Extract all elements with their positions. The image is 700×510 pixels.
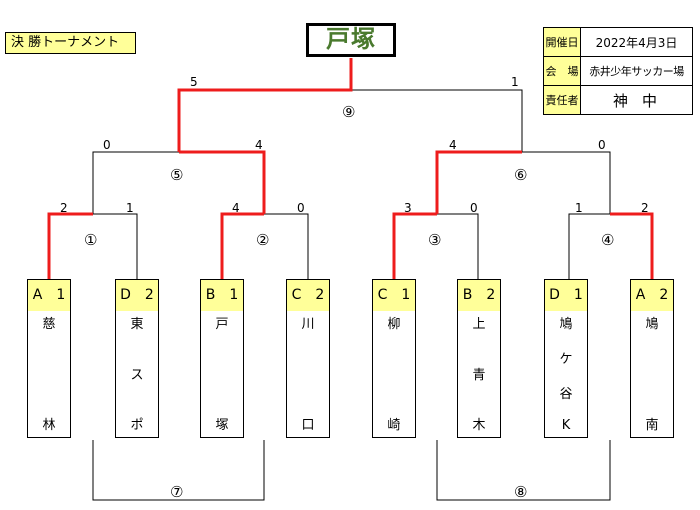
score-m2-right: 0 [297,201,305,215]
match-number-9: ⑨ [342,103,356,121]
team-name: 鳩 ケ 谷 K [545,313,587,433]
third-place-bracket-8 [436,440,611,501]
team-seed: D 1 [545,280,587,311]
team-name-char: 東 [130,317,144,332]
team-seed: D 2 [116,280,158,311]
team-name-char: ス [130,367,144,383]
bracket-line [264,213,309,280]
score-m4-left: 1 [575,201,583,215]
team-name-char: 口 [301,418,315,433]
winner-path-line [220,212,264,280]
winner-path-line [610,212,654,280]
score-m9-right: 1 [511,75,519,89]
score-m6-right: 0 [598,138,606,152]
team-box-c1: C 1 柳 崎 [372,279,416,438]
team-name-char: 南 [645,418,659,433]
champion-name: 戸塚 [306,23,396,57]
team-seed: A 1 [28,280,70,311]
match-number-7: ⑦ [170,483,184,501]
team-box-a2: A 2 鳩 南 [630,279,674,438]
team-box-c2: C 2 川 口 [286,279,330,438]
team-box-d1: D 1 鳩 ケ 谷 K [544,279,588,438]
score-m3-right: 0 [470,201,478,215]
team-name-char: ケ [559,352,573,367]
team-name: 戸 塚 [201,313,243,433]
bracket-line [92,151,179,214]
bracket-line [522,151,611,214]
score-m1-left: 2 [60,201,68,215]
winner-path-line [177,58,353,152]
team-name: 東 ス ポ [116,313,158,433]
score-m3-left: 3 [404,201,412,215]
team-seed: C 2 [287,280,329,311]
team-box-b2: B 2 上 青 木 [457,279,501,438]
team-name-char: 戸 [215,317,229,332]
score-m2-left: 4 [232,201,240,215]
team-name-char: 塚 [215,418,229,433]
team-box-d2: D 2 東 ス ポ [115,279,159,438]
team-box-a1: A 1 慈 林 [27,279,71,438]
team-name-char: K [561,418,571,433]
bracket-line [437,213,479,280]
winner-path-line [47,212,93,280]
score-m6-left: 4 [449,138,457,152]
winner-path-line [435,150,522,214]
info-label: 責任者 [543,85,581,115]
info-value-venue: 赤井少年サッカー場 [580,56,693,86]
match-number-3: ③ [428,231,442,249]
team-name-char: 川 [301,317,315,332]
winner-path-line [392,212,437,280]
match-number-8: ⑧ [514,483,528,501]
team-name: 柳 崎 [373,313,415,433]
bracket-line [351,89,523,152]
team-name-char: 上 [472,317,486,332]
team-box-b1: B 1 戸 塚 [200,279,244,438]
team-seed: A 2 [631,280,673,311]
event-info-table: 開催日 2022年4月3日 会 場 赤井少年サッカー場 責任者 神中 [543,27,693,115]
score-m1-right: 1 [126,201,134,215]
team-seed: C 1 [373,280,415,311]
team-name-char: 林 [42,418,56,433]
tournament-title: 決 勝トーナメント [5,32,136,54]
winner-path-line [179,150,266,214]
team-name-char: 柳 [387,317,401,332]
match-number-4: ④ [601,231,615,249]
team-name-char: 谷 [559,387,573,402]
team-name-char: 木 [472,418,486,433]
team-name: 上 青 木 [458,313,500,433]
team-name-char: 青 [472,367,486,383]
score-m4-right: 2 [641,201,649,215]
info-row-manager: 責任者 神中 [543,85,693,115]
third-place-bracket-7 [92,440,265,501]
match-number-6: ⑥ [514,166,528,184]
team-name-char: 鳩 [645,317,659,332]
team-name-char: 鳩 [559,317,573,332]
info-label: 開催日 [543,27,581,57]
team-name-char: 慈 [42,317,56,332]
score-m9-left: 5 [190,75,198,89]
bracket-line [93,213,138,280]
team-seed: B 1 [201,280,243,311]
info-value-manager: 神中 [580,85,693,115]
team-name-char: ポ [130,418,144,433]
bracket-line [568,213,610,280]
match-number-5: ⑤ [170,166,184,184]
info-row-venue: 会 場 赤井少年サッカー場 [543,56,693,86]
team-name: 川 口 [287,313,329,433]
score-m5-right: 4 [255,138,263,152]
match-number-2: ② [256,231,270,249]
match-number-1: ① [84,231,98,249]
team-name-char: 崎 [387,418,401,433]
team-name: 鳩 南 [631,313,673,433]
team-name: 慈 林 [28,313,70,433]
team-seed: B 2 [458,280,500,311]
score-m5-left: 0 [103,138,111,152]
